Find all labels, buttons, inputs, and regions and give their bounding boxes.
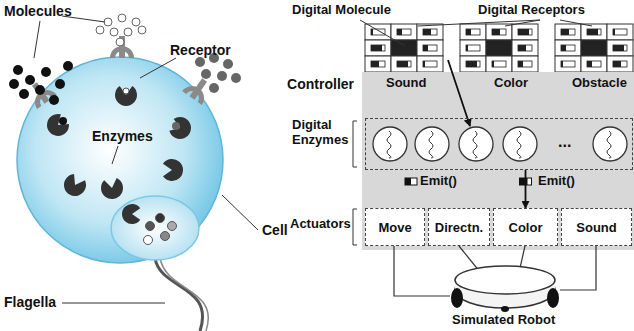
label: Obstacle [572, 76, 627, 91]
enzyme [101, 178, 123, 199]
connector [525, 170, 527, 208]
label: Emit() [420, 174, 457, 189]
actuator-box: Color [493, 208, 558, 246]
label: Actuators [290, 217, 351, 232]
digital-enzyme [459, 127, 493, 161]
digital-enzyme [373, 127, 407, 161]
digital-enzyme [593, 127, 627, 161]
label: Cell [262, 222, 288, 238]
controller-box: Controller...MoveDirectn.ColorSound [362, 72, 634, 250]
actuator-box: Directn. [428, 208, 490, 246]
node-text: Color [509, 220, 543, 235]
receptor [110, 36, 134, 58]
enzyme [115, 86, 137, 106]
label: Flagella [4, 294, 56, 310]
label: Sound [386, 76, 426, 91]
enzyme [64, 174, 86, 196]
node-text: Directn. [435, 220, 483, 235]
actuator-box: Move [365, 208, 425, 246]
label: Enzymes [92, 128, 153, 144]
actuator-box: Sound [561, 208, 632, 246]
enzyme [163, 159, 183, 181]
enzyme [122, 204, 140, 224]
label: Emit() [538, 174, 575, 189]
label: Digital Molecule [292, 3, 391, 18]
cell [17, 57, 223, 263]
label: Color [494, 76, 528, 91]
digital-enzyme [415, 127, 449, 161]
label: Molecules [4, 3, 72, 19]
node-text: Controller [287, 76, 354, 92]
label: Digital Receptors [478, 3, 585, 18]
enzyme-box: ... [365, 118, 633, 170]
digital-enzyme [503, 127, 537, 161]
enzyme [169, 117, 191, 139]
wheel [547, 288, 559, 308]
enzyme [47, 114, 69, 136]
label: Receptor [170, 42, 231, 58]
label: Simulated Robot [452, 313, 555, 328]
label: Digital Enzymes [292, 118, 350, 148]
node-text: Sound [576, 220, 616, 235]
nucleus [111, 196, 199, 260]
node-text: Move [378, 220, 411, 235]
node-text: ... [558, 133, 571, 151]
wheel [451, 288, 463, 308]
